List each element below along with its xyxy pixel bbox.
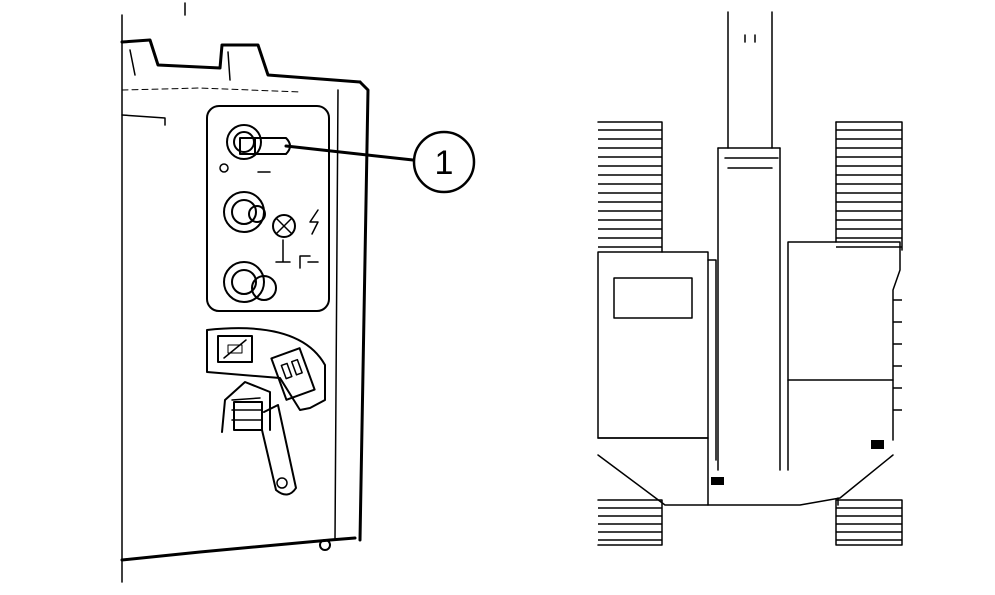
callout-circle [412,130,476,194]
plug-icon [270,347,316,401]
battery-icon [217,335,253,363]
key-switch [221,381,297,496]
right-track [835,121,903,546]
track-treads [598,129,902,541]
knob-switch-3 [223,261,277,303]
machine-top-view [597,11,903,546]
left-track [597,121,663,546]
toggle-switch-1 [219,124,291,173]
callout-leader-line [284,144,415,162]
callout-label-1: 1 [435,144,454,182]
control-panel-view [120,2,370,583]
knob-switch-2 [223,191,319,269]
